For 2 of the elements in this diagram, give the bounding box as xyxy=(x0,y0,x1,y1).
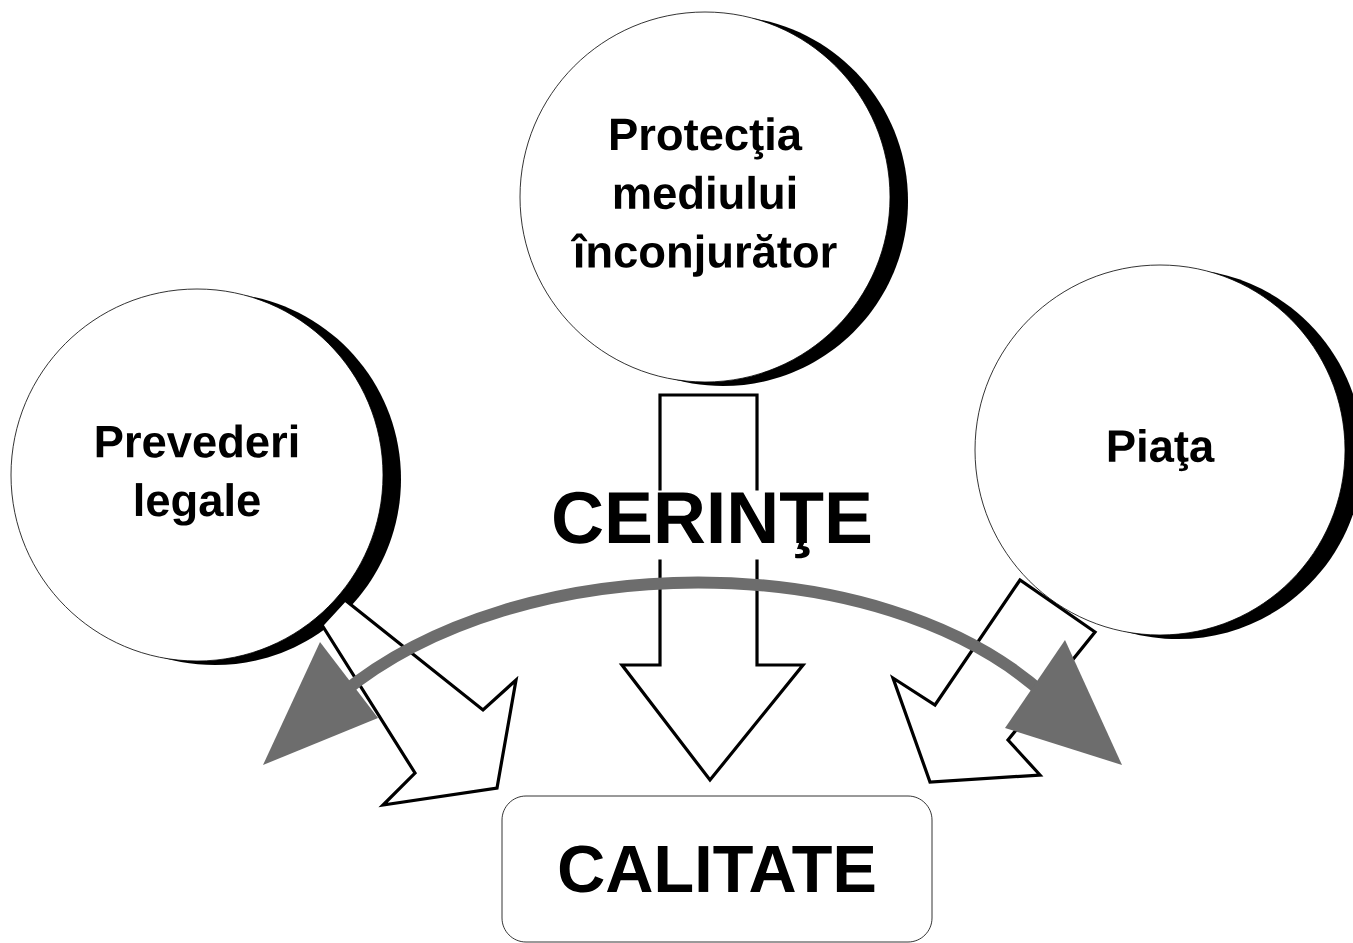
heading-text: CERINŢE xyxy=(549,490,875,560)
rounded-box: CALITATE xyxy=(501,795,933,943)
